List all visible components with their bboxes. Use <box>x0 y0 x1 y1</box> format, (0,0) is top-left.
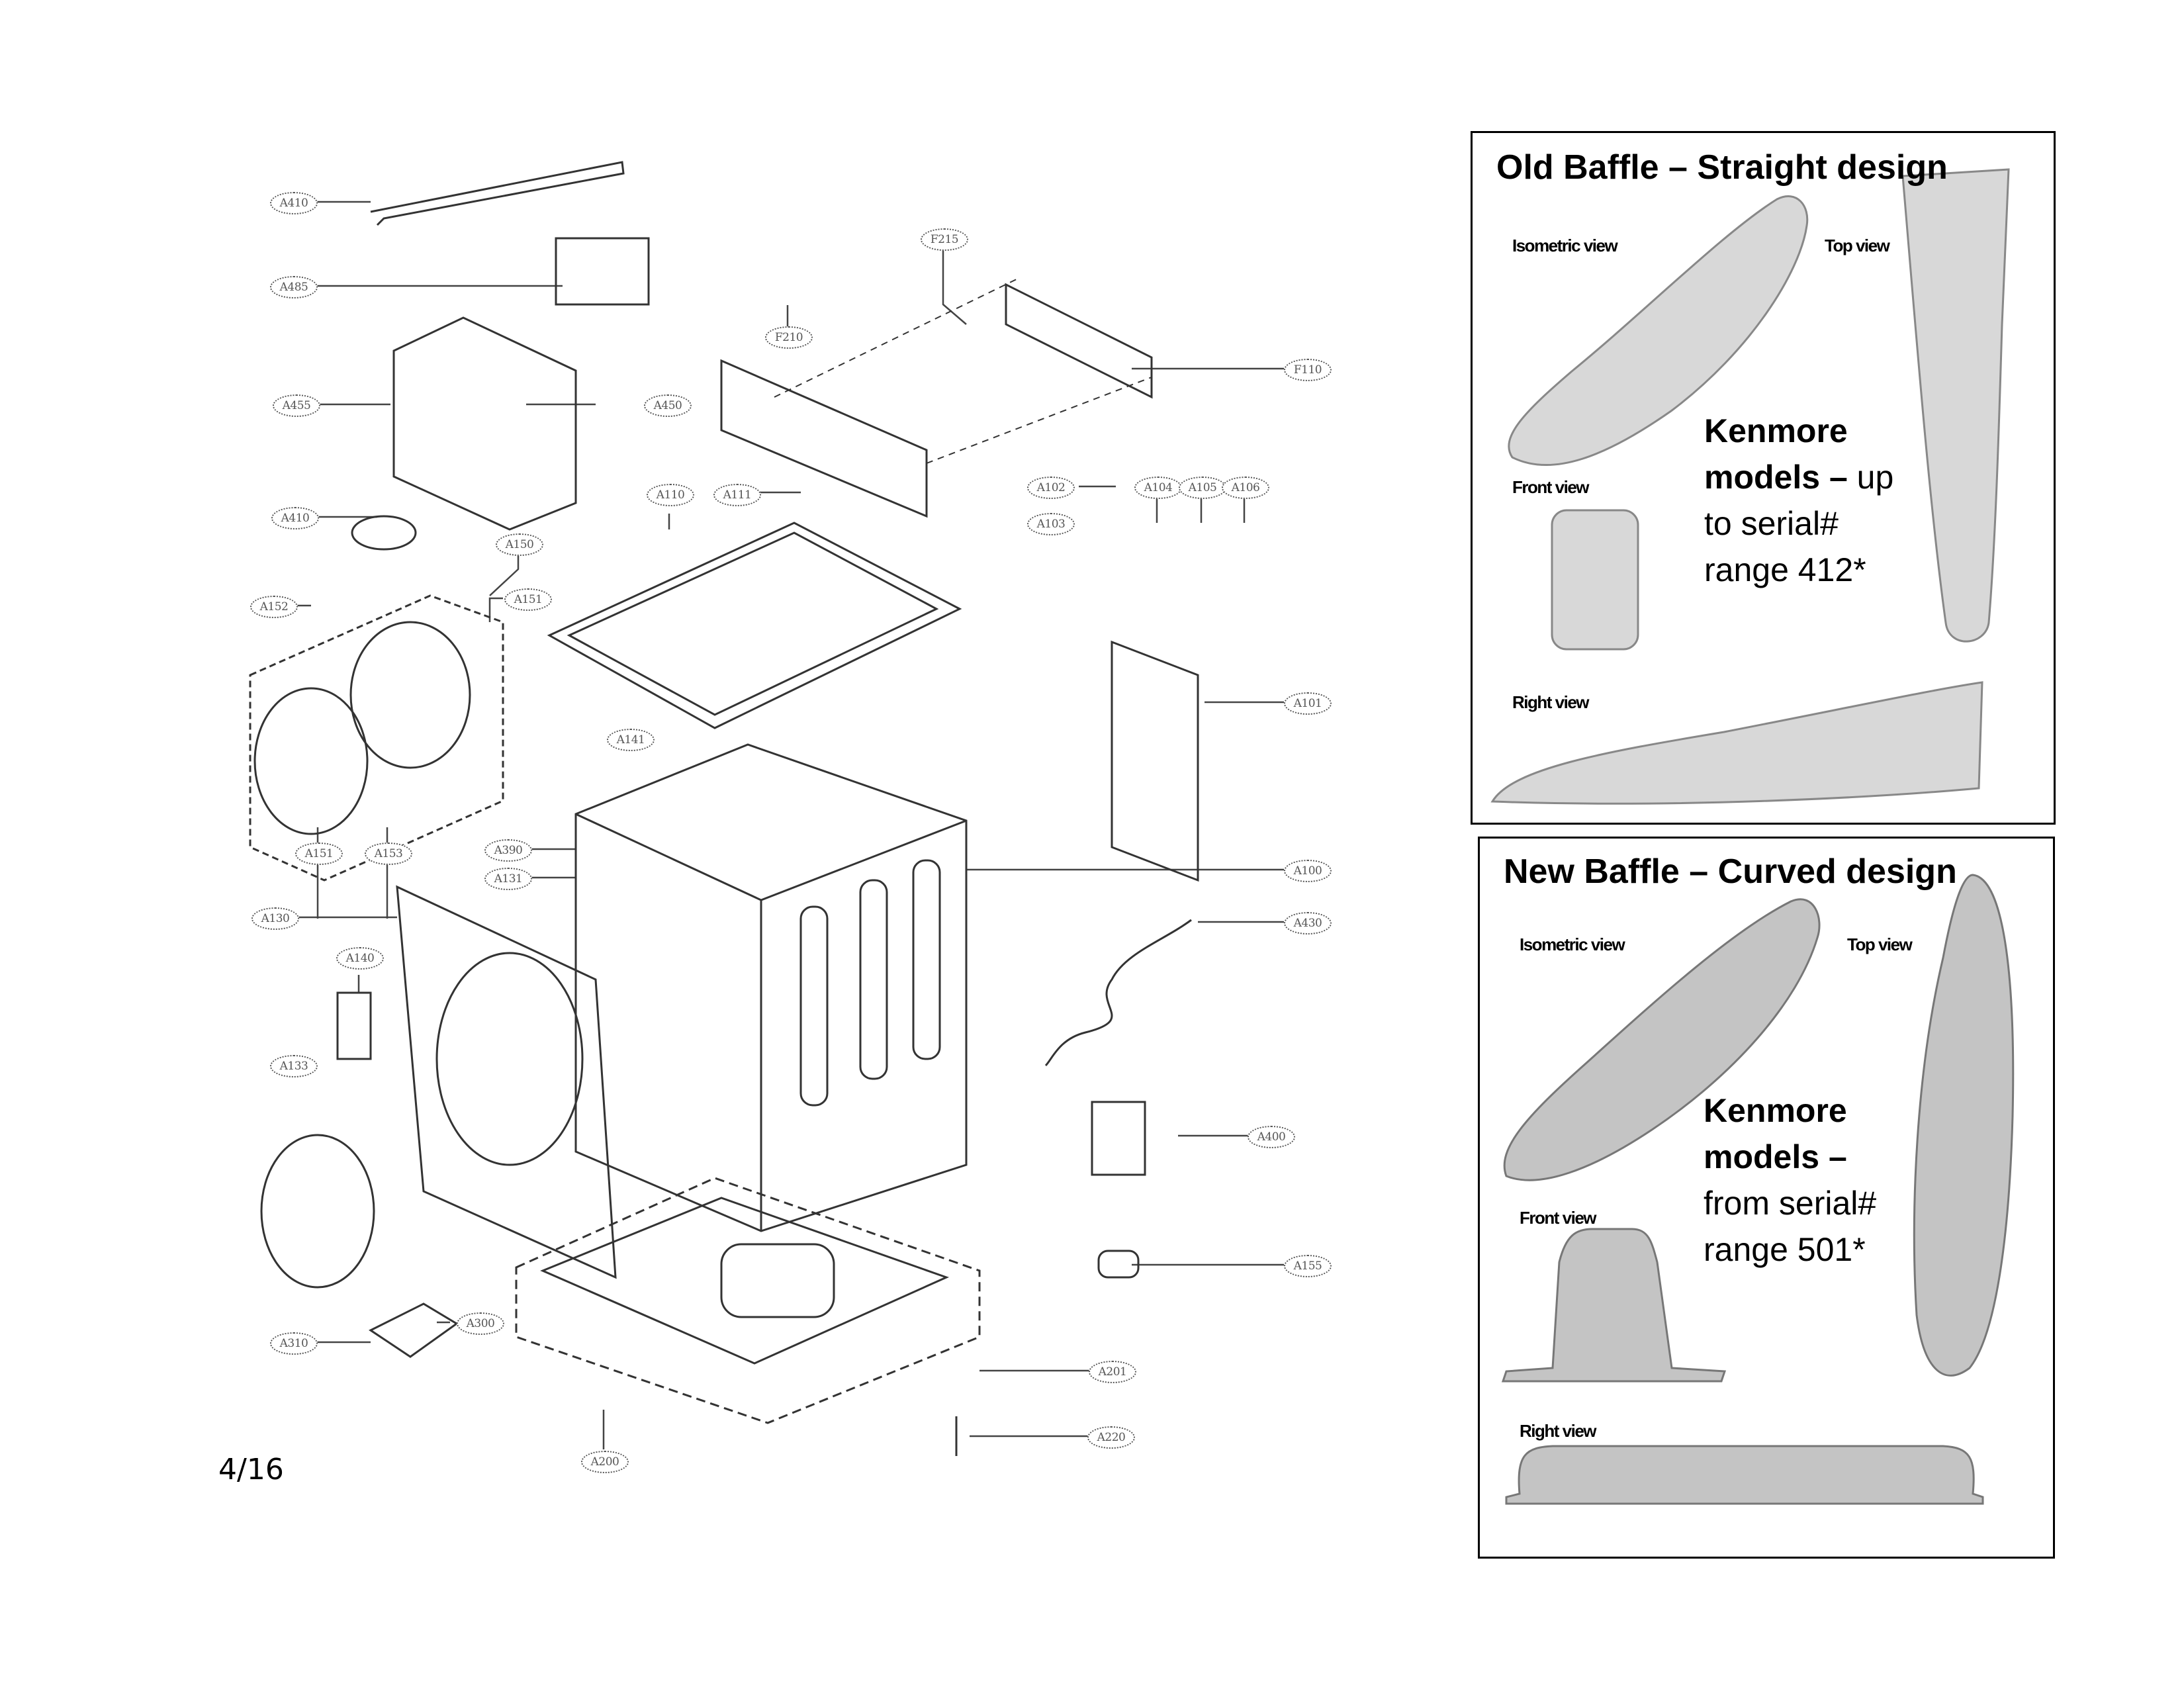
new-baffle-top-image <box>1913 874 2015 1377</box>
valve-part <box>1091 1101 1146 1176</box>
pump-part <box>351 515 417 551</box>
cap-part <box>1097 1250 1140 1279</box>
old-note-line4: range 412* <box>1704 551 1866 588</box>
callout-a140[interactable]: A140 <box>336 947 384 970</box>
old-baffle-panel: Old Baffle – Straight design Isometric v… <box>1471 131 2056 825</box>
new-front-view-label: Front view <box>1520 1208 1597 1228</box>
callout-a410[interactable]: A410 <box>271 507 319 529</box>
new-note-line3: from serial# <box>1704 1185 1877 1222</box>
callout-a130[interactable]: A130 <box>251 907 299 930</box>
callout-a103[interactable]: A103 <box>1027 513 1075 535</box>
top-plate-part <box>547 522 962 729</box>
leader-lines <box>274 201 1284 1449</box>
page-number: 4/16 <box>218 1453 284 1486</box>
hinge-part <box>336 991 372 1060</box>
old-baffle-title: Old Baffle – Straight design <box>1496 148 1948 187</box>
callout-a102[interactable]: A102 <box>1027 477 1075 499</box>
callout-a485[interactable]: A485 <box>270 276 318 298</box>
callout-a100[interactable]: A100 <box>1284 860 1332 882</box>
callout-f215[interactable]: F215 <box>921 228 968 251</box>
exploded-parts-diagram: A410 A485 A455 A450 A410 A150 A152 A151 … <box>249 161 1332 1473</box>
callout-a106[interactable]: A106 <box>1222 477 1269 499</box>
base-part <box>515 1177 981 1424</box>
callout-a430[interactable]: A430 <box>1284 912 1332 935</box>
callout-a151-bottom[interactable]: A151 <box>295 843 343 865</box>
diagram-line-art <box>249 161 1284 1456</box>
old-front-view-label: Front view <box>1512 477 1590 497</box>
new-right-view-label: Right view <box>1520 1421 1597 1441</box>
gasket-ring-part <box>260 1134 375 1289</box>
callout-a104[interactable]: A104 <box>1134 477 1182 499</box>
new-baffle-illustrations <box>1501 874 2015 1505</box>
callout-a201[interactable]: A201 <box>1089 1361 1136 1383</box>
cabinet-part <box>574 743 968 1232</box>
old-note-line2-rest: up <box>1847 459 1894 496</box>
callout-a400[interactable]: A400 <box>1248 1126 1295 1148</box>
callout-a111[interactable]: A111 <box>713 484 761 506</box>
old-right-view-label: Right view <box>1512 692 1590 712</box>
switch-part <box>369 1302 459 1358</box>
new-top-view-label: Top view <box>1847 935 1913 954</box>
callout-f210[interactable]: F210 <box>765 326 813 349</box>
callout-a141[interactable]: A141 <box>607 729 655 751</box>
old-baffle-front-image <box>1551 509 1639 651</box>
old-baffle-note: Kenmore models – up to serial# range 412… <box>1704 408 1893 593</box>
new-baffle-note: Kenmore models – from serial# range 501* <box>1704 1087 1876 1273</box>
old-baffle-illustrations <box>1490 168 2010 805</box>
old-baffle-right-image <box>1490 681 1983 805</box>
old-baffle-top-image <box>1901 168 2010 643</box>
callout-a300[interactable]: A300 <box>457 1312 504 1335</box>
callout-a310[interactable]: A310 <box>270 1332 318 1355</box>
callout-a150[interactable]: A150 <box>496 533 543 556</box>
callout-a153[interactable]: A153 <box>365 843 412 865</box>
old-note-line3: to serial# <box>1704 505 1839 542</box>
callout-a101[interactable]: A101 <box>1284 692 1332 715</box>
callout-a152[interactable]: A152 <box>250 596 298 618</box>
pcb-display-part <box>1005 283 1153 399</box>
bracket-part <box>370 161 625 226</box>
callout-a220[interactable]: A220 <box>1087 1426 1135 1449</box>
power-cord-part <box>1044 919 1192 1067</box>
door-opening <box>435 952 584 1166</box>
callout-a131[interactable]: A131 <box>484 868 532 890</box>
callout-a455[interactable]: A455 <box>273 394 320 417</box>
callout-f110[interactable]: F110 <box>1284 359 1332 381</box>
old-note-line2-bold: models – <box>1704 459 1848 496</box>
callout-a133[interactable]: A133 <box>270 1055 318 1077</box>
old-top-view-label: Top view <box>1825 236 1890 255</box>
tub-frame <box>249 594 504 882</box>
control-panel-part <box>720 359 928 518</box>
old-note-line1: Kenmore <box>1704 412 1848 449</box>
callout-a410-top[interactable]: A410 <box>270 192 318 214</box>
tub-drum <box>349 621 471 769</box>
new-baffle-front-image <box>1501 1228 1727 1383</box>
old-baffle-isometric-image <box>1508 195 1809 466</box>
new-baffle-right-image <box>1505 1445 1984 1505</box>
new-note-line1: Kenmore <box>1704 1092 1847 1129</box>
new-note-line4: range 501* <box>1704 1231 1866 1268</box>
new-baffle-panel: New Baffle – Curved design Isometric vie… <box>1478 837 2055 1559</box>
callout-a105[interactable]: A105 <box>1179 477 1226 499</box>
control-box-part <box>392 316 577 531</box>
callout-a110[interactable]: A110 <box>647 484 694 506</box>
old-isometric-view-label: Isometric view <box>1512 236 1618 255</box>
callout-a200[interactable]: A200 <box>581 1451 629 1473</box>
callout-a155[interactable]: A155 <box>1284 1255 1332 1277</box>
new-isometric-view-label: Isometric view <box>1520 935 1625 954</box>
callout-a450[interactable]: A450 <box>644 394 692 417</box>
callout-a390[interactable]: A390 <box>484 839 532 862</box>
back-cover-part <box>1111 640 1199 882</box>
new-baffle-title: New Baffle – Curved design <box>1504 852 1957 891</box>
front-panel-part <box>396 885 617 1279</box>
callout-a151[interactable]: A151 <box>504 588 552 611</box>
pcb-part <box>555 237 650 306</box>
new-baffle-isometric-image <box>1503 898 1821 1181</box>
tub-door-ring <box>253 687 369 835</box>
new-note-line2-bold: models – <box>1704 1138 1847 1175</box>
